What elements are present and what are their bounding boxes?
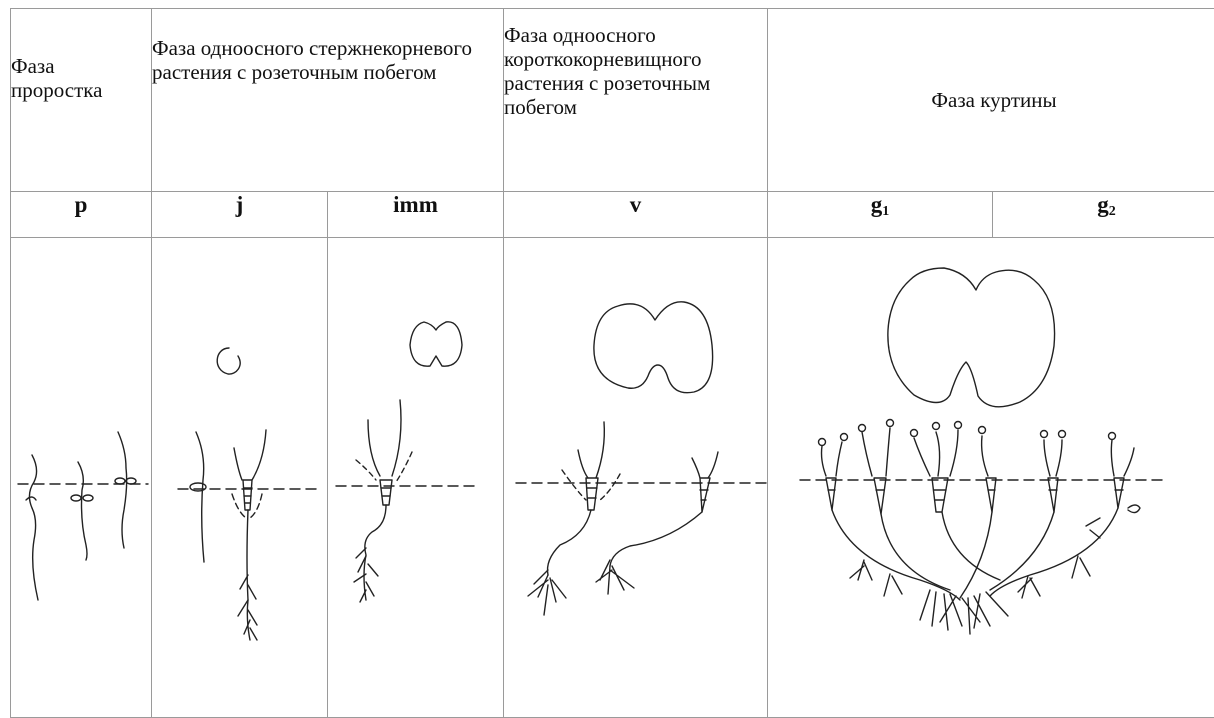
cell-g-drawing [768,238,1214,718]
stage-g1-label: g1 [768,192,993,238]
cell-imm-drawing [328,238,504,718]
stage-j-label: j [152,192,328,238]
stage-imm-label: imm [328,192,504,238]
cell-v-drawing [504,238,768,718]
phase-seedling-header: Фаза проростка [11,9,152,192]
stage-p-label: p [11,192,152,238]
ontogenesis-table: Фаза проростка Фаза одноосного стержнеко… [10,8,1214,718]
stage-v-label: v [504,192,768,238]
phase-taproot-rosette-header: Фаза одноосного стержнекорневого растени… [152,9,504,192]
cell-j-drawing [152,238,328,718]
cell-p-drawing [11,238,152,718]
phase-clump-header: Фаза куртины [768,9,1214,192]
phase-short-rhizome-rosette-header: Фаза одноосного короткокорневищного раст… [504,9,768,192]
stage-g2-label: g2 [993,192,1214,238]
